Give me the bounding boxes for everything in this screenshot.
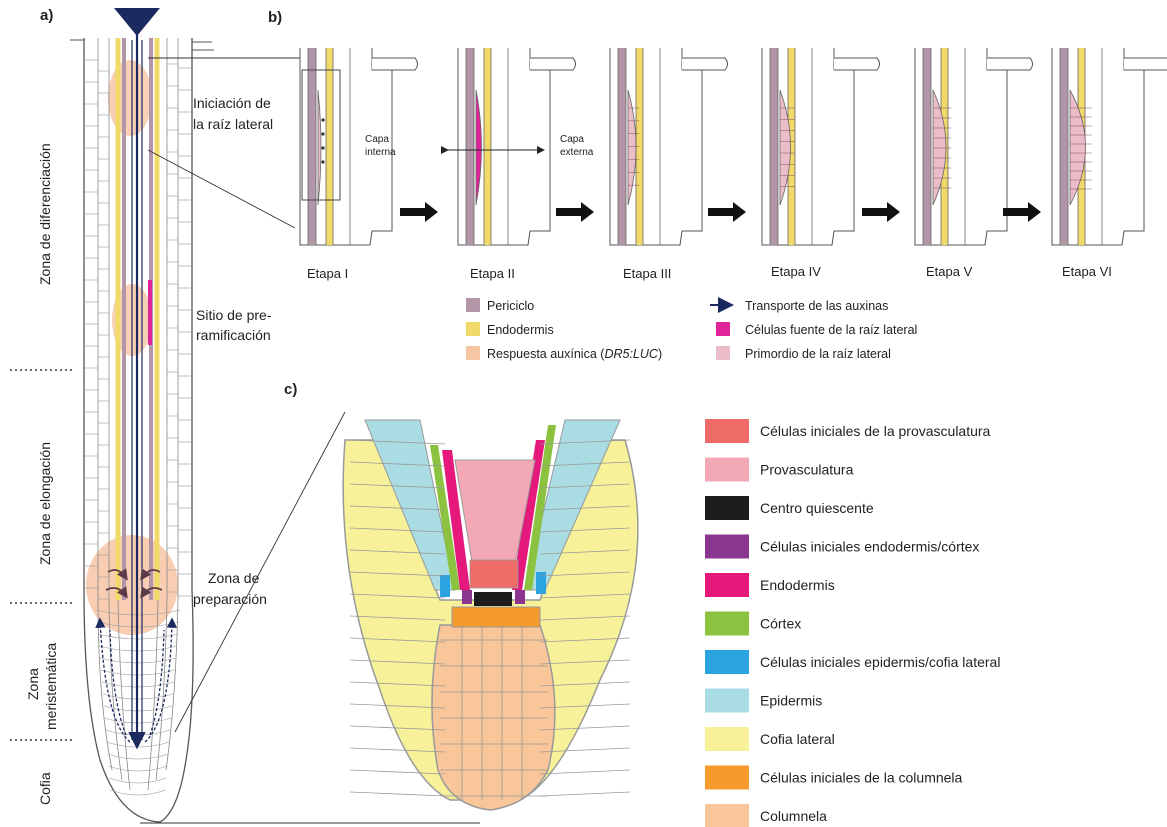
legend-b: Periciclo Endodermis Respuesta auxínica … [466, 298, 917, 361]
stage-endodermis [484, 48, 491, 245]
zone-meristematic-label-1: Zona [25, 668, 41, 700]
inner-layer-label-2: interna [365, 147, 396, 158]
zone-cap-label: Cofia [37, 772, 53, 805]
auxin-source-triangle [114, 8, 160, 36]
legend-c-label: Células iniciales de la provasculatura [760, 423, 991, 439]
stage-pericycle [923, 48, 931, 245]
stage-label-6: Etapa VI [1062, 264, 1112, 279]
legend-c-label: Columnela [760, 808, 827, 824]
legend-c-label: Células iniciales endodermis/córtex [760, 539, 979, 555]
prebranch-label-1: Sitio de pre- [196, 307, 272, 323]
legend-c-swatch [705, 458, 749, 482]
legend-b-label-transport: Transporte de las auxinas [745, 299, 888, 313]
legend-b-label-primordium: Primordio de la raíz lateral [745, 347, 891, 361]
panel-a-label: a) [40, 7, 53, 24]
legend-c-label: Endodermis [760, 577, 835, 593]
zone-elongation-label: Zona de elongación [37, 442, 53, 565]
stage-pericycle [770, 48, 778, 245]
legend-c-swatch [705, 535, 749, 559]
endo-cortex-initials-left [462, 590, 472, 604]
legend-b-swatch-auxin [466, 346, 480, 360]
legend-c-label: Córtex [760, 616, 801, 632]
legend-b-swatch-primordium [716, 346, 730, 360]
panel-b-label: b) [268, 9, 282, 26]
legend-c: Células iniciales de la provasculaturaPr… [705, 419, 1000, 827]
initiation-label-1: Iniciación de [193, 95, 271, 111]
prebranch-label-2: ramificación [196, 327, 271, 343]
zone-differentiation-label: Zona de diferenciación [37, 143, 53, 285]
columella [432, 625, 555, 810]
stage-pericycle [1060, 48, 1068, 245]
legend-b-swatch-source [716, 322, 730, 336]
stage-pericycle [466, 48, 474, 245]
quiescent-center [474, 592, 512, 606]
legend-c-label: Células iniciales epidermis/cofia latera… [760, 654, 1000, 670]
panel-c-label: c) [284, 381, 297, 398]
legend-c-label: Epidermis [760, 693, 822, 709]
legend-c-swatch [705, 419, 749, 443]
legend-b-swatch-pericycle [466, 298, 480, 312]
stage-diagram-1 [300, 48, 418, 245]
stage-pericycle [308, 48, 316, 245]
legend-b-swatch-endodermis [466, 322, 480, 336]
preparation-label-1: Zona de [208, 570, 260, 586]
epidermis-lrc-initials-right [536, 572, 546, 594]
endo-cortex-initials-right [515, 590, 525, 604]
preparation-label-2: preparación [193, 591, 267, 607]
legend-b-label-pericycle: Periciclo [487, 299, 534, 313]
columella-initials [452, 607, 540, 627]
legend-c-swatch [705, 612, 749, 636]
legend-c-swatch [705, 766, 749, 790]
stage-pericycle [618, 48, 626, 245]
stage-label-4: Etapa IV [771, 264, 821, 279]
stage-diagram-4 [762, 48, 880, 245]
legend-b-label-source: Células fuente de la raíz lateral [745, 323, 917, 337]
stage-label-3: Etapa III [623, 266, 671, 281]
legend-c-label: Provasculatura [760, 462, 854, 478]
zone-meristematic-label-2: meristemática [43, 643, 59, 730]
epidermis-lrc-initials-left [440, 575, 450, 597]
legend-b-label-auxin: Respuesta auxínica (DR5:LUC) [487, 347, 662, 361]
initiation-label-2: la raíz lateral [193, 116, 273, 132]
legend-c-swatch [705, 689, 749, 713]
stage-diagram-6 [1052, 48, 1167, 245]
stage-label-1: Etapa I [307, 266, 348, 281]
legend-c-swatch [705, 650, 749, 674]
stage-endodermis [326, 48, 333, 245]
legend-b-label-endodermis: Endodermis [487, 323, 554, 337]
stage-label-2: Etapa II [470, 266, 515, 281]
inner-layer-label-1: Capa [365, 134, 389, 145]
provasculature-initials [470, 560, 518, 588]
outer-layer-label-1: Capa [560, 134, 584, 145]
legend-c-swatch [705, 804, 749, 827]
root-outline [84, 38, 193, 822]
legend-c-label: Cofia lateral [760, 731, 835, 747]
panel-c-root-tip [343, 420, 638, 810]
legend-c-swatch [705, 573, 749, 597]
outer-layer-label-2: externa [560, 147, 594, 158]
legend-c-label: Centro quiescente [760, 500, 874, 516]
auxin-response-initiation [108, 60, 152, 136]
legend-c-swatch [705, 496, 749, 520]
legend-c-swatch [705, 727, 749, 751]
stage-label-5: Etapa V [926, 264, 973, 279]
legend-c-label: Células iniciales de la columnela [760, 770, 963, 786]
